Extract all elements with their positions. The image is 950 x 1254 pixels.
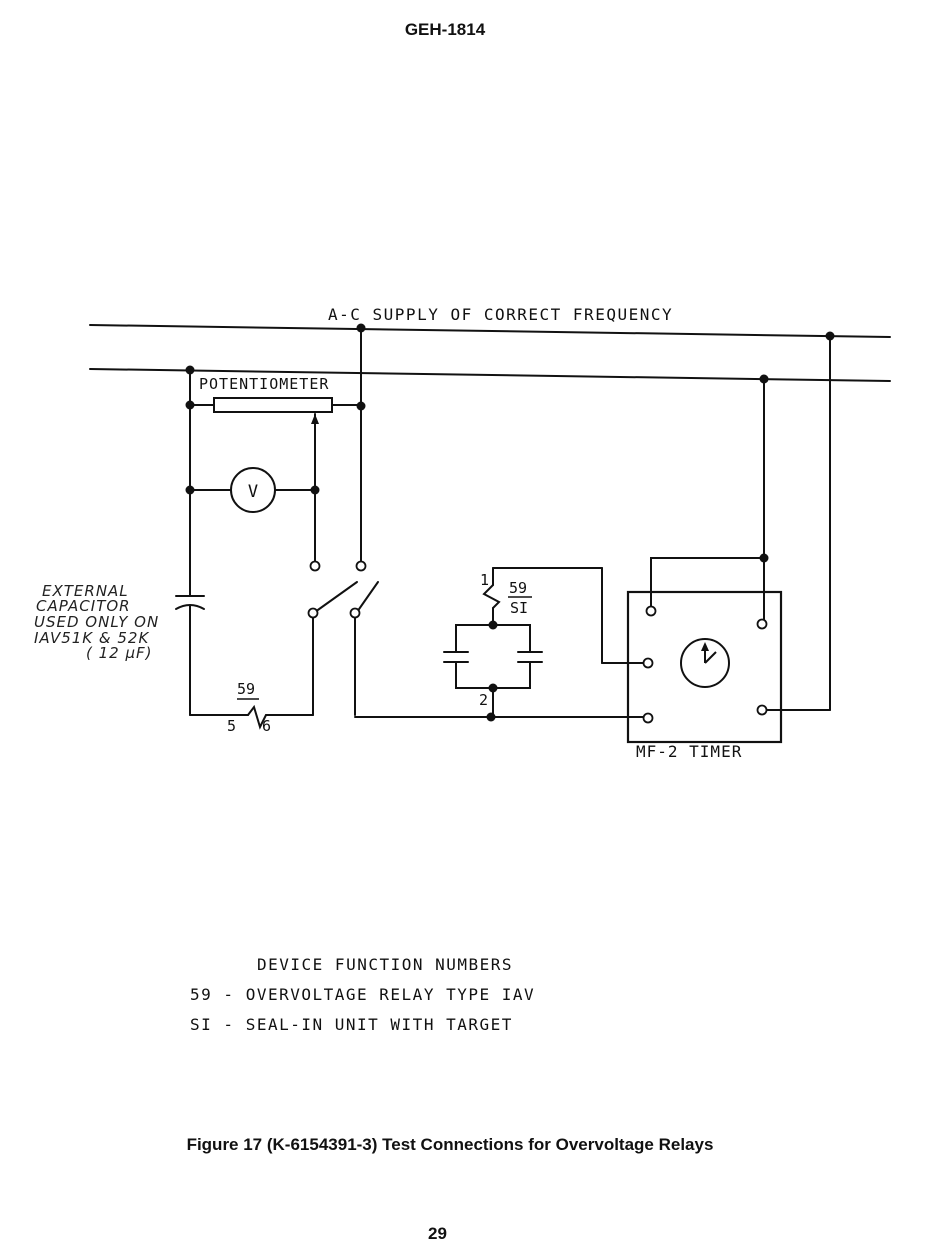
- legend-item: SI - SEAL-IN UNIT WITH TARGET: [190, 1010, 535, 1040]
- timer-terminal: [644, 659, 653, 668]
- relay59-label: 59: [237, 680, 255, 698]
- timer-label: MF-2 TIMER: [636, 742, 742, 761]
- sealin-number: 59: [509, 579, 527, 597]
- potentiometer: [214, 398, 332, 412]
- switch-terminal: [309, 609, 318, 618]
- potentiometer-label: POTENTIOMETER: [199, 375, 329, 393]
- sealin-code: SI: [510, 599, 528, 617]
- timer-terminal: [647, 607, 656, 616]
- legend-title: DEVICE FUNCTION NUMBERS: [190, 950, 535, 980]
- switch-terminal: [357, 562, 366, 571]
- timer-terminal: [758, 706, 767, 715]
- sealin-terminal-2: 2: [479, 691, 488, 709]
- page-number: 29: [0, 1224, 875, 1244]
- capacitor-note-line: ( 12 μF): [86, 644, 153, 662]
- legend-text: SEAL-IN UNIT WITH TARGET: [246, 1015, 513, 1034]
- device-function-legend: DEVICE FUNCTION NUMBERS 59 - OVERVOLTAGE…: [190, 950, 535, 1040]
- timer-terminal: [758, 620, 767, 629]
- voltmeter-label: V: [248, 482, 258, 502]
- legend-dash: -: [223, 985, 234, 1004]
- switch-terminal: [351, 609, 360, 618]
- legend-code: 59: [190, 985, 212, 1004]
- supply-label: A-C SUPPLY OF CORRECT FREQUENCY: [328, 305, 673, 324]
- legend-item: 59 - OVERVOLTAGE RELAY TYPE IAV: [190, 980, 535, 1010]
- relay59-terminal-5: 5: [227, 717, 236, 735]
- relay59-terminal-6: 6: [262, 717, 271, 735]
- supply-line-top: [90, 325, 890, 337]
- legend-code: SI: [190, 1015, 212, 1034]
- legend-dash: -: [223, 1015, 234, 1034]
- legend-text: OVERVOLTAGE RELAY TYPE IAV: [246, 985, 535, 1004]
- sealin-terminal-1: 1: [480, 571, 489, 589]
- figure-caption: Figure 17 (K-6154391-3) Test Connections…: [0, 1135, 900, 1155]
- switch-terminal: [311, 562, 320, 571]
- timer-terminal: [644, 714, 653, 723]
